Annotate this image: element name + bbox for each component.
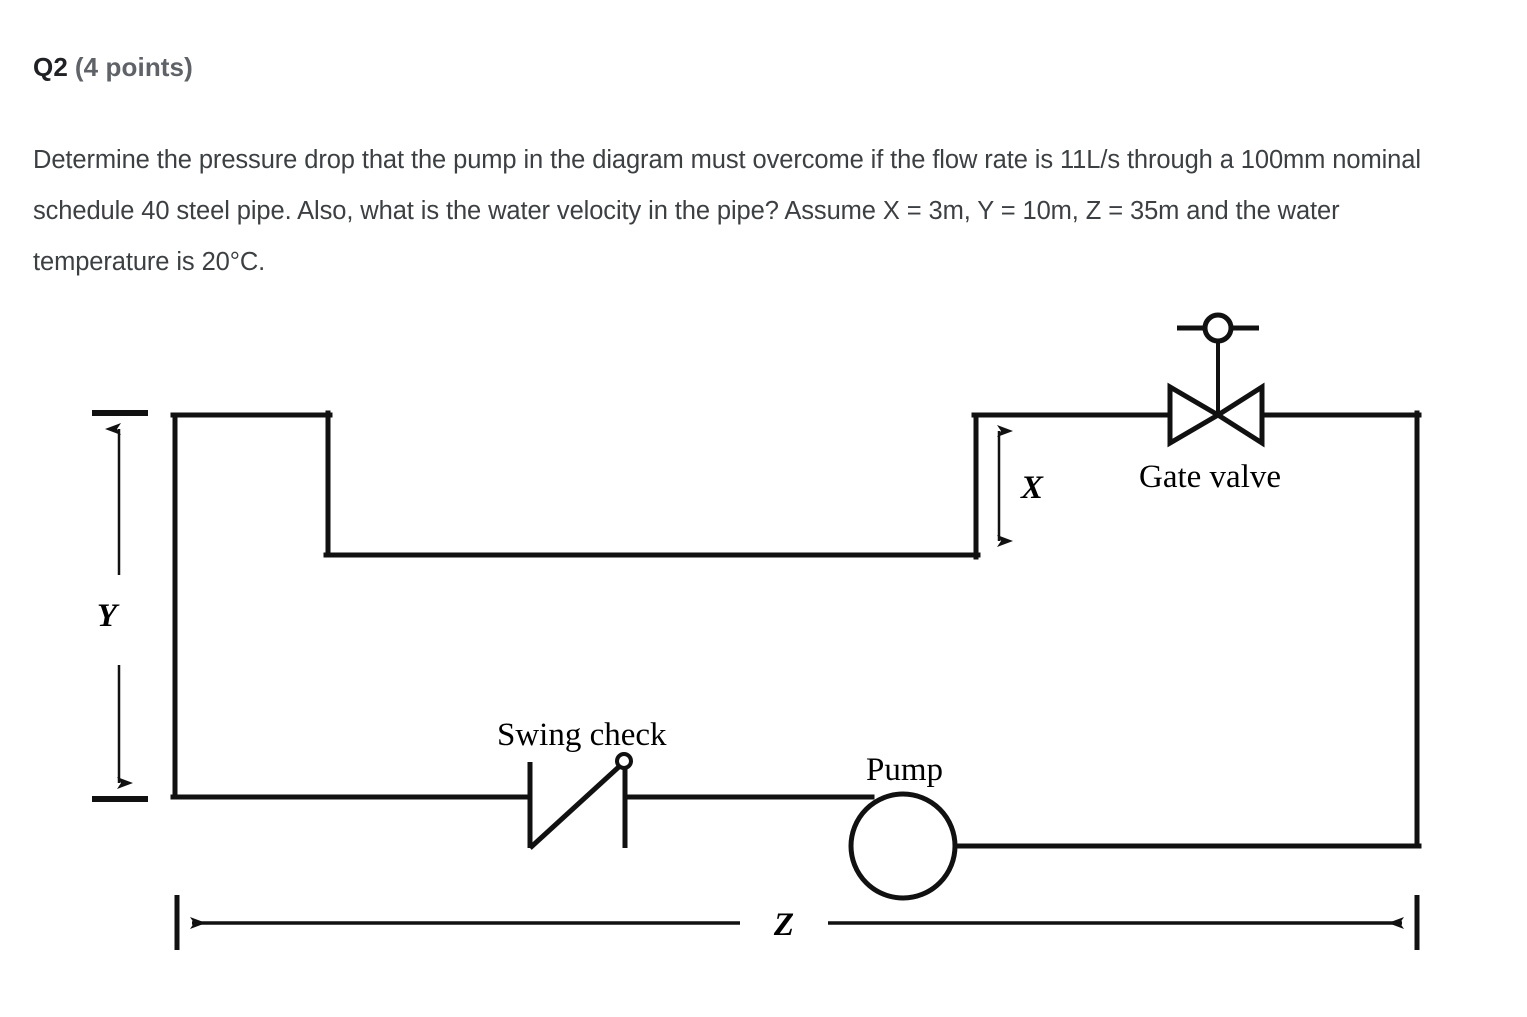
dimension-y-label: Y [97, 598, 120, 634]
swing-check-disc [528, 762, 624, 850]
gate-valve-handwheel-icon [1202, 312, 1234, 344]
pump-symbol [848, 791, 958, 901]
swing-check-label: Swing check [497, 717, 667, 753]
pump-circle [848, 791, 958, 901]
swing-check-valve-symbol [527, 752, 633, 850]
dimension-z [174, 895, 1420, 950]
question-header: Q2(4 points) [33, 52, 193, 82]
gate-valve-body [1167, 382, 1265, 448]
gate-valve-label: Gate valve [1139, 459, 1281, 495]
dimension-z-label: Z [773, 907, 794, 943]
dimension-x-label: X [1020, 470, 1044, 506]
piping-diagram: Gate valve Swing check Pump [0, 295, 1527, 995]
question-number: Q2 [33, 52, 68, 82]
swing-check-hinge-icon [615, 752, 633, 770]
dimension-y [92, 410, 148, 802]
question-points: (4 points) [74, 52, 193, 82]
question-text: Determine the pressure drop that the pum… [33, 146, 1421, 276]
gate-valve-symbol [1167, 312, 1265, 448]
pipe-network [170, 410, 1422, 849]
pump-label: Pump [866, 752, 943, 788]
